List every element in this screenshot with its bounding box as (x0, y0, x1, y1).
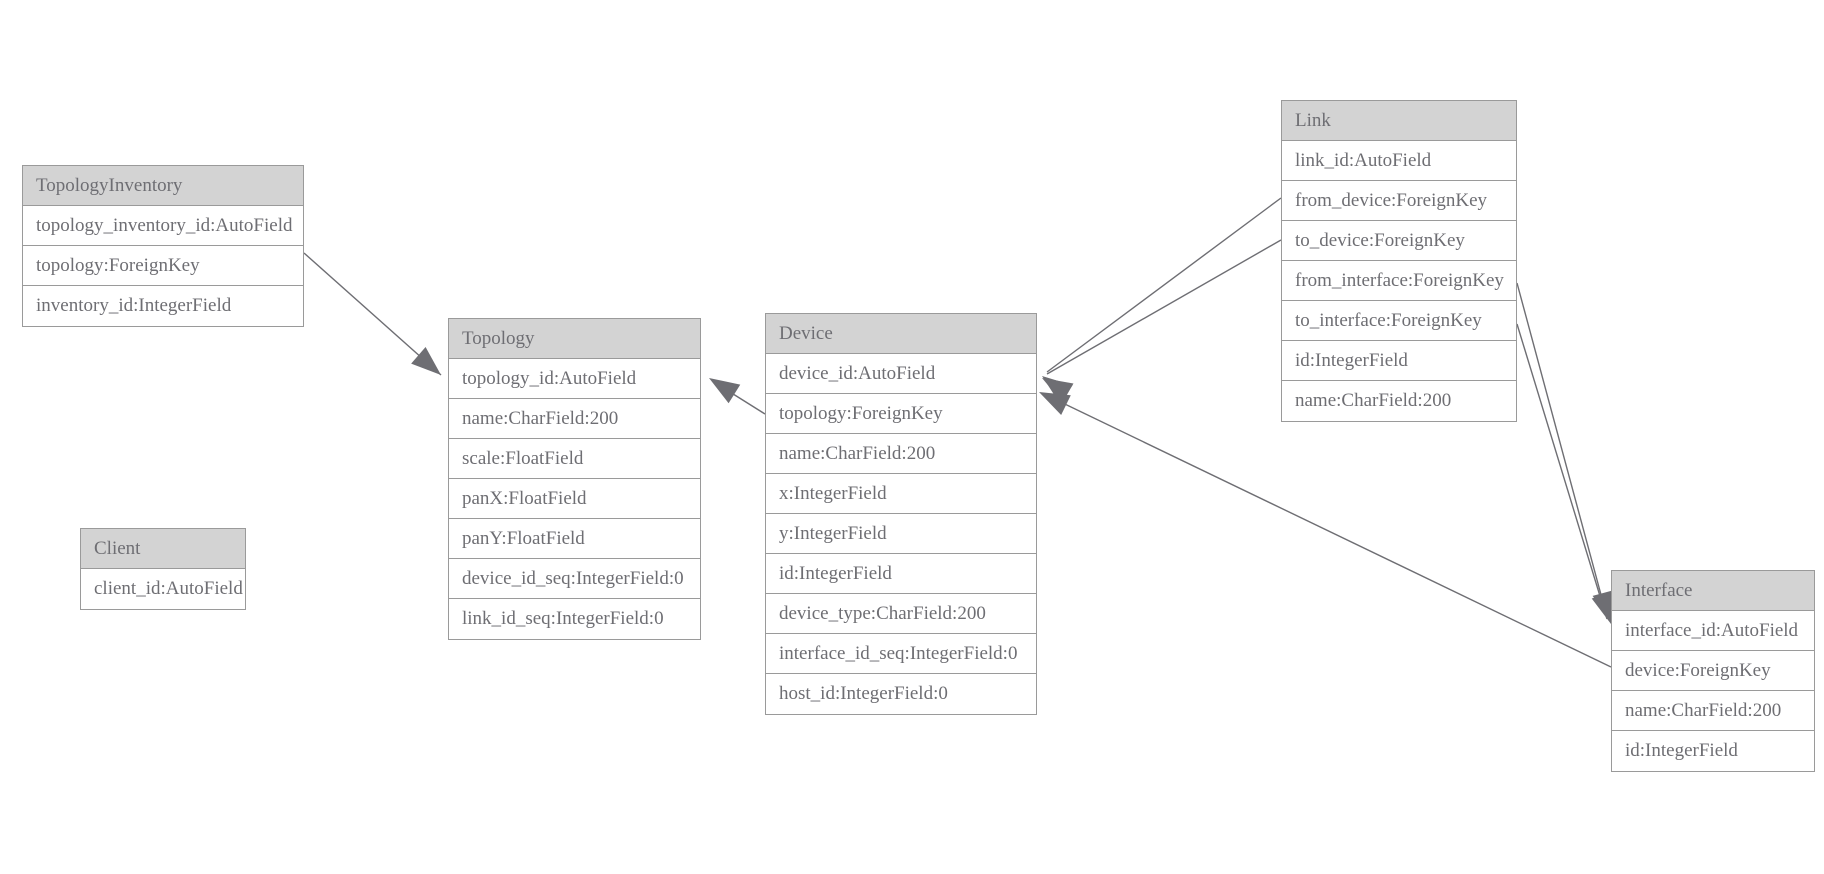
entity-field[interactable]: client_id:AutoField (81, 569, 245, 609)
arrowhead (709, 378, 741, 404)
entity-field[interactable]: from_interface:ForeignKey (1282, 261, 1516, 301)
arrowhead (1042, 376, 1073, 403)
entity-field[interactable]: panX:FloatField (449, 479, 700, 519)
entity-field[interactable]: interface_id:AutoField (1612, 611, 1814, 651)
entity-field[interactable]: inventory_id:IntegerField (23, 286, 303, 326)
entity-title-device: Device (766, 314, 1036, 354)
entity-field[interactable]: topology:ForeignKey (766, 394, 1036, 434)
arrowhead (1039, 392, 1071, 416)
rel-link-todevice-device (1042, 239, 1282, 403)
entity-field[interactable]: interface_id_seq:IntegerField:0 (766, 634, 1036, 674)
entity-field[interactable]: name:CharField:200 (1612, 691, 1814, 731)
entity-title-interface: Interface (1612, 571, 1814, 611)
arrowhead (411, 347, 441, 375)
arrowhead (1042, 378, 1074, 403)
rel-device-topology (709, 378, 766, 415)
entity-field[interactable]: link_id:AutoField (1282, 141, 1516, 181)
entity-field[interactable]: name:CharField:200 (766, 434, 1036, 474)
rel-link-tointerface-interface (1516, 323, 1613, 624)
entity-field[interactable]: topology_id:AutoField (449, 359, 700, 399)
entity-field[interactable]: topology:ForeignKey (23, 246, 303, 286)
entity-field[interactable]: device_type:CharField:200 (766, 594, 1036, 634)
entity-field[interactable]: topology_inventory_id:AutoField (23, 206, 303, 246)
entity-title-client: Client (81, 529, 245, 569)
entity-field[interactable]: name:CharField:200 (1282, 381, 1516, 421)
entity-field[interactable]: device:ForeignKey (1612, 651, 1814, 691)
entity-title-topology_inventory: TopologyInventory (23, 166, 303, 206)
entity-title-link: Link (1282, 101, 1516, 141)
entity-field[interactable]: link_id_seq:IntegerField:0 (449, 599, 700, 639)
entity-field[interactable]: id:IntegerField (1282, 341, 1516, 381)
rel-link-frominterface-interface (1516, 282, 1614, 622)
entity-field[interactable]: device_id:AutoField (766, 354, 1036, 394)
entity-field[interactable]: x:IntegerField (766, 474, 1036, 514)
entity-field[interactable]: to_interface:ForeignKey (1282, 301, 1516, 341)
entity-field[interactable]: panY:FloatField (449, 519, 700, 559)
entity-field[interactable]: id:IntegerField (1612, 731, 1814, 771)
entity-field[interactable]: scale:FloatField (449, 439, 700, 479)
entity-title-topology: Topology (449, 319, 700, 359)
entity-field[interactable]: device_id_seq:IntegerField:0 (449, 559, 700, 599)
entity-field[interactable]: id:IntegerField (766, 554, 1036, 594)
rel-link-fromdevice-device (1042, 197, 1282, 403)
entity-field[interactable]: y:IntegerField (766, 514, 1036, 554)
rel-interface-device (1039, 392, 1612, 668)
entity-field[interactable]: to_device:ForeignKey (1282, 221, 1516, 261)
entity-field[interactable]: name:CharField:200 (449, 399, 700, 439)
entity-field[interactable]: from_device:ForeignKey (1282, 181, 1516, 221)
rel-topologyinventory-topology (303, 252, 442, 376)
entity-field[interactable]: host_id:IntegerField:0 (766, 674, 1036, 714)
